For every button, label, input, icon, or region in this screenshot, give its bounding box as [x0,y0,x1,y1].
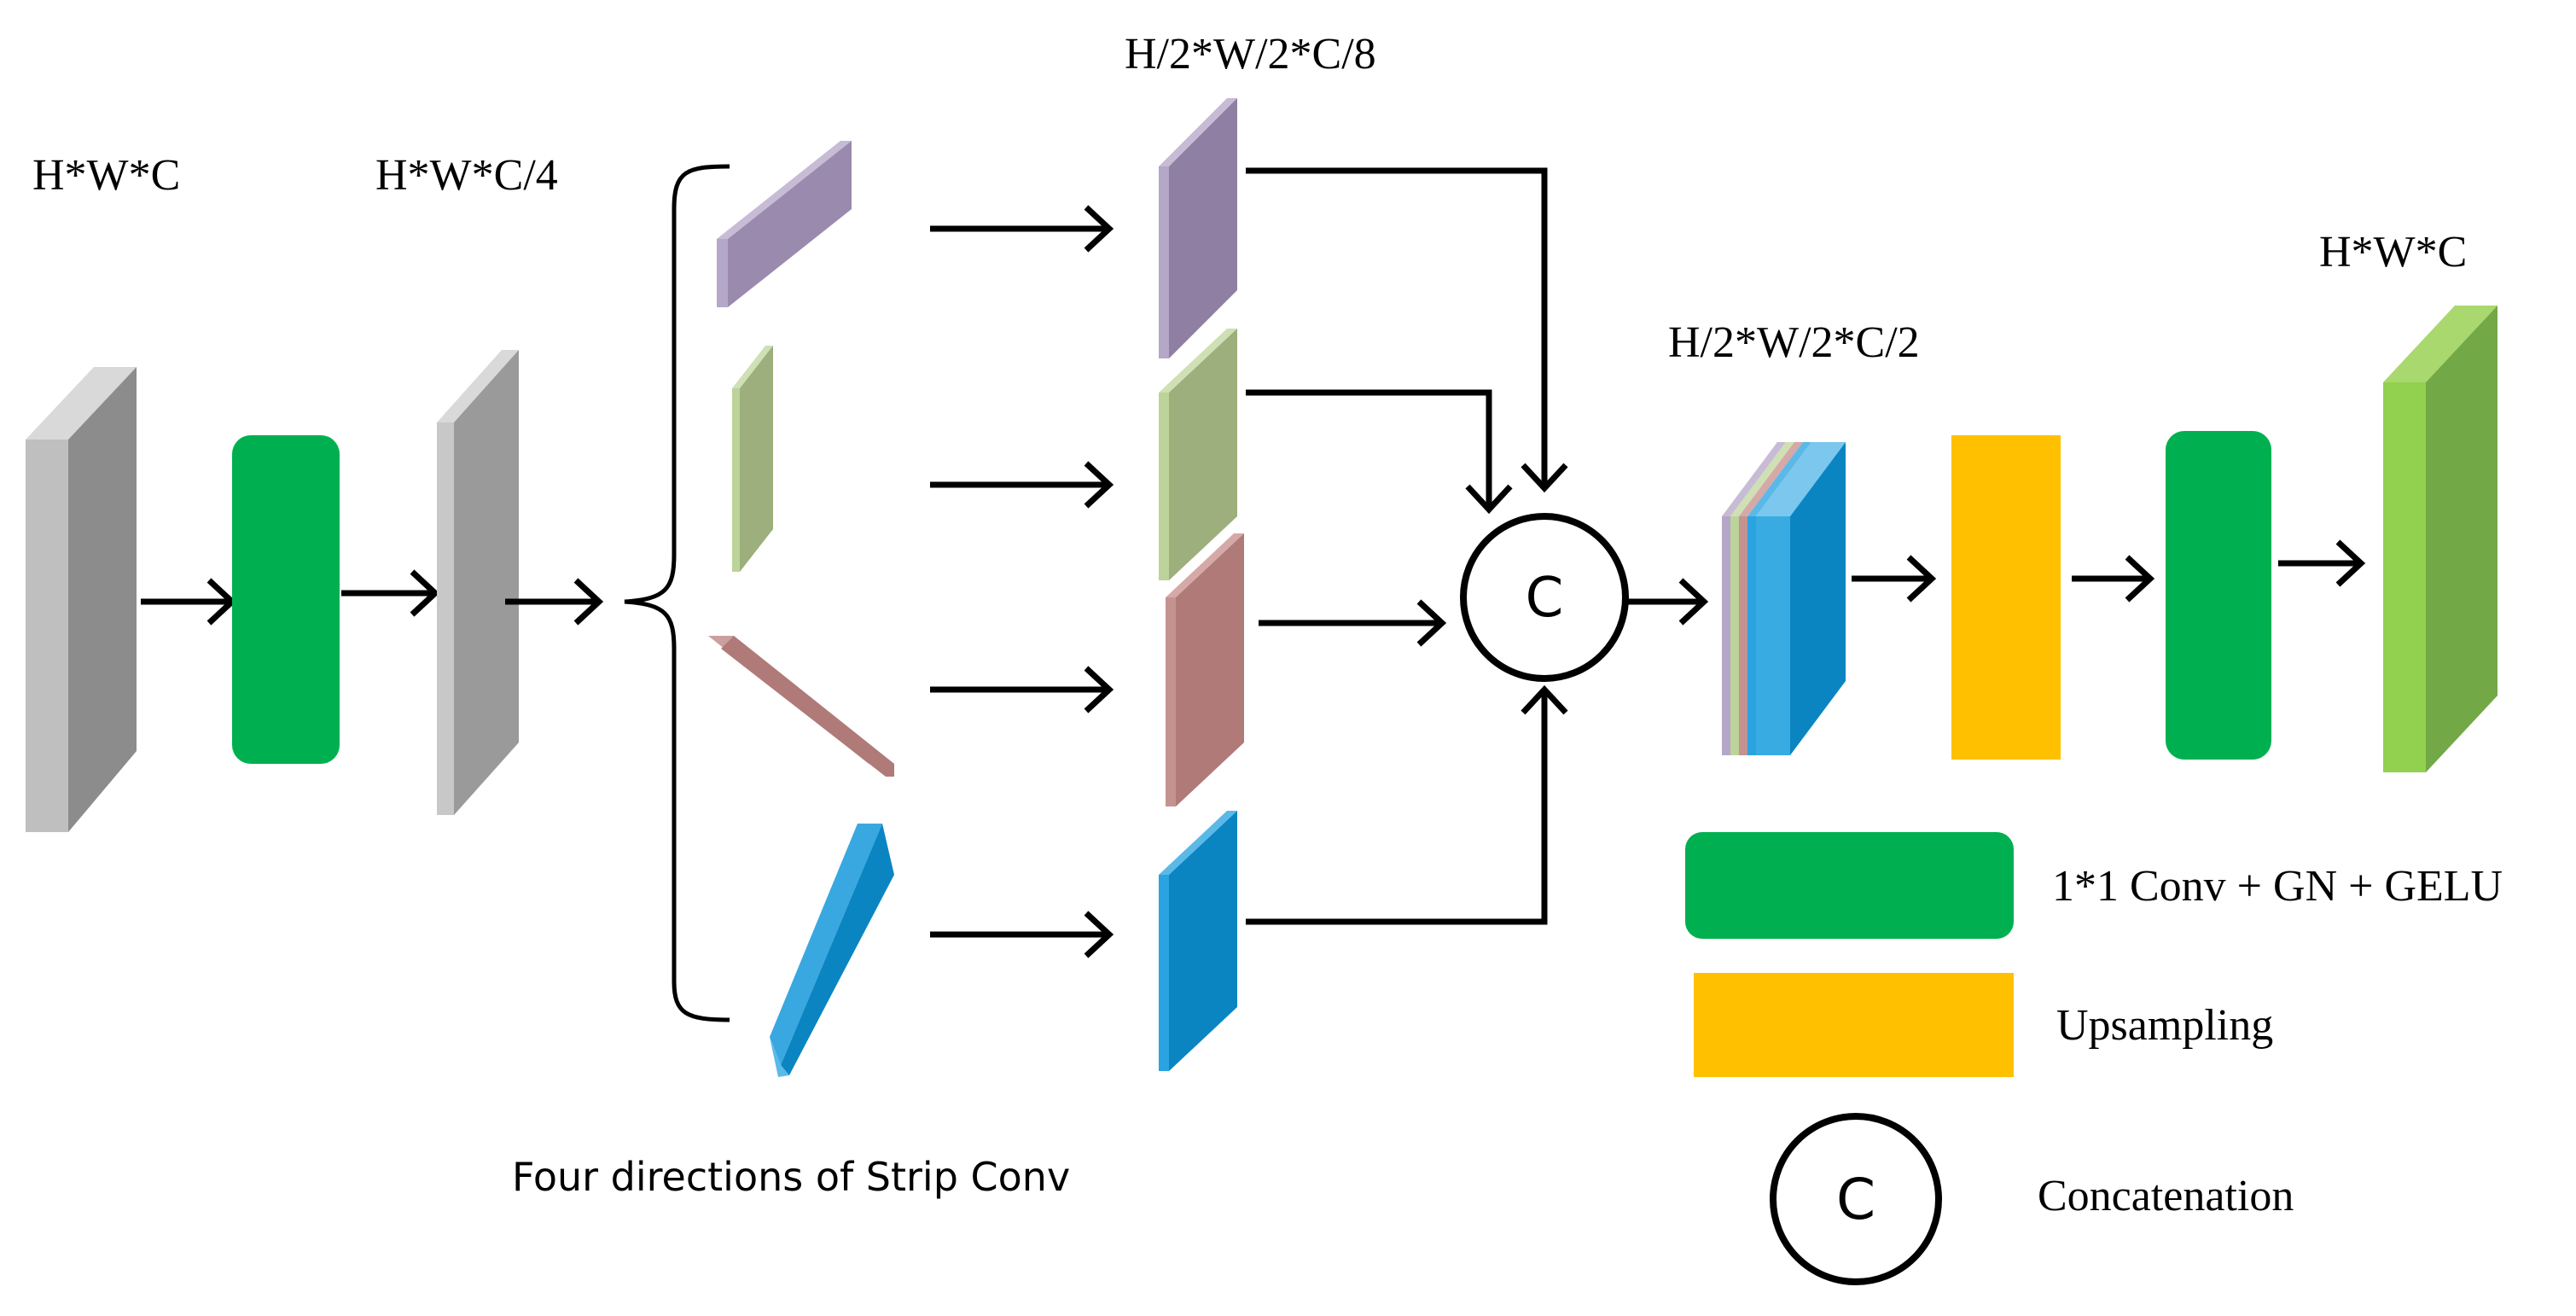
concat-node [1460,513,1629,682]
connector-diagonal-to-concat [1259,599,1447,647]
legend-upsampling-label: Upsampling [2056,1001,2273,1050]
concatenated-feature-map [1722,442,1846,755]
arrow-conv-to-reduced [341,569,440,617]
strip-output-vertical [1159,329,1237,580]
legend-conv-swatch [1685,832,2014,939]
strip-kernel-horizontal [717,141,852,307]
strip-output-horizontal [1159,98,1237,358]
arrow-strip-antidiagonal [930,911,1114,958]
arrow-concat-to-stack [1627,578,1709,626]
concat-node-symbol: C [1526,567,1564,630]
arrow-strip-horizontal [930,205,1114,253]
strip-kernel-antidiagonal [770,824,894,1077]
strip-kernel-diagonal [708,636,894,777]
legend-upsampling-swatch [1694,973,2014,1077]
output-feature-map [2383,306,2497,772]
legend-conv-label: 1*1 Conv + GN + GELU [2052,862,2503,911]
connector-antidiagonal-to-concat [1246,684,1568,925]
arrow-strip-diagonal [930,666,1114,713]
arrow-conv-to-output [2278,539,2366,587]
arrow-stack-to-upsampling [1852,555,1937,603]
legend-concat-symbol-letter: C [1836,1167,1875,1232]
output-dims-label: H*W*C [2319,228,2467,277]
input-feature-map [26,367,137,832]
conv-block-second [2166,431,2271,760]
strip-output-diagonal [1166,533,1244,806]
strip-output-dims-label: H/2*W/2*C/8 [1125,30,1376,79]
concat-dims-label: H/2*W/2*C/2 [1668,318,1920,367]
reduced-dims-label: H*W*C/4 [375,151,558,200]
upsampling-block [1951,435,2061,760]
legend-concat-symbol [1770,1113,1942,1285]
reduced-feature-map [437,350,519,815]
strip-output-antidiagonal [1159,811,1237,1071]
connector-horizontal-to-concat [1246,167,1568,493]
arrow-upsampling-to-conv [2072,555,2155,603]
arrow-strip-vertical [930,461,1114,509]
legend-concat-label: Concatenation [2038,1172,2294,1220]
arrow-input-to-conv [141,578,237,626]
strip-group-brace [624,164,730,1022]
strip-kernel-vertical [732,346,773,572]
conv-block-first [232,435,340,764]
connector-vertical-to-concat [1246,389,1513,515]
arrow-reduced-to-strips [505,578,604,626]
strip-conv-caption: Four directions of Strip Conv [512,1154,1070,1200]
input-dims-label: H*W*C [32,151,180,200]
